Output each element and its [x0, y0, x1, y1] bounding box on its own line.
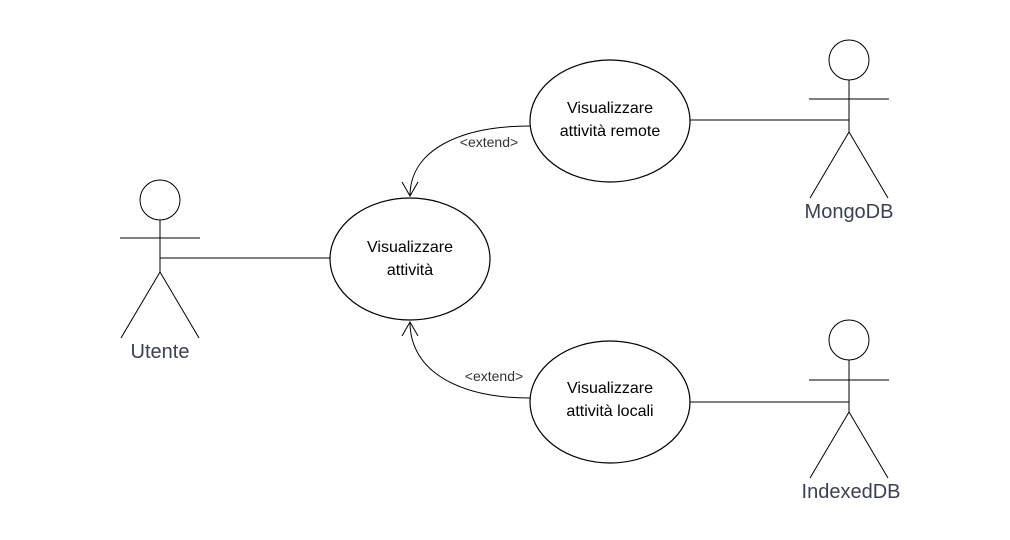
use-case-visualizzare-attivita-locali: Visualizzare attività locali [529, 340, 691, 464]
actor-indexeddb-head [828, 319, 870, 361]
extend-local-connector [409, 321, 531, 399]
actor-utente-right-leg [159, 271, 200, 339]
actor-indexeddb-right-leg [848, 411, 889, 479]
actor-utente-head [139, 179, 181, 221]
actor-utente-label: Utente [131, 341, 190, 363]
use-case-local-line-1: Visualizzare [567, 380, 653, 397]
actor-indexeddb-left-leg [809, 411, 850, 479]
use-case-remote-ellipse [529, 59, 691, 183]
extend-local-arrowhead [401, 320, 419, 337]
use-case-local-line-2: attività locali [566, 403, 653, 420]
actor-utente: Utente [120, 179, 200, 363]
use-case-visualizzare-attivita-remote: Visualizzare attività remote [529, 59, 691, 183]
actor-indexeddb: IndexedDB [802, 319, 901, 503]
actor-mongodb-right-leg [848, 131, 889, 199]
extend-local-label: <extend> [465, 368, 523, 384]
use-case-visualizzare-attivita: Visualizzare attività [329, 197, 491, 321]
use-case-local-ellipse [529, 340, 691, 464]
actor-mongodb-label: MongoDB [805, 201, 894, 223]
use-case-remote-line-2: attività remote [560, 123, 661, 140]
actor-mongodb-left-leg [809, 131, 850, 199]
extend-remote-relation: <extend> [401, 125, 531, 198]
use-case-main-ellipse [329, 197, 491, 321]
actor-mongodb: MongoDB [805, 39, 894, 223]
use-case-main-line-2: attività [387, 262, 433, 279]
use-case-main-line-1: Visualizzare [367, 239, 453, 256]
use-case-remote-line-1: Visualizzare [567, 100, 653, 117]
extend-remote-arrowhead [401, 181, 419, 198]
actor-indexeddb-label: IndexedDB [802, 481, 901, 503]
actor-mongodb-head [828, 39, 870, 81]
extend-remote-label: <extend> [460, 134, 518, 150]
extend-local-relation: <extend> [401, 320, 531, 399]
extend-remote-connector [409, 125, 531, 197]
actor-utente-left-leg [120, 271, 161, 339]
